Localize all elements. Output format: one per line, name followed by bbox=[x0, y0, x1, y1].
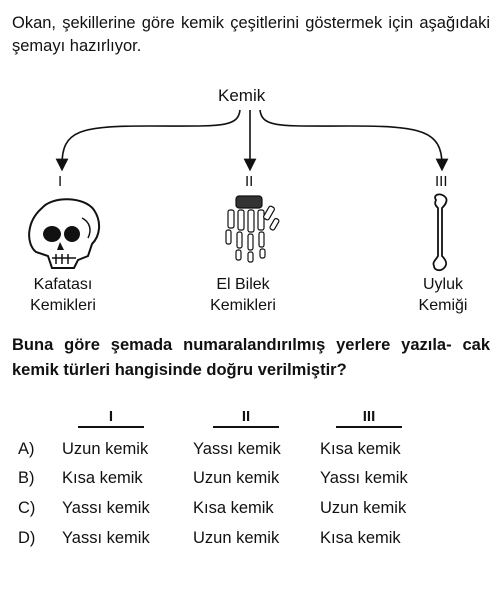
option-cell-I: Kısa kemik bbox=[62, 469, 143, 487]
option-a[interactable]: A) Uzun kemik Yassı kemik Kısa kemik bbox=[0, 440, 500, 470]
option-cell-II: Uzun kemik bbox=[193, 529, 280, 547]
bone-diagram: Kemik I II III Kafatası Kemikleri El Bil… bbox=[0, 80, 500, 330]
femur-icon bbox=[432, 193, 448, 272]
column-header-III: III bbox=[336, 408, 402, 428]
caption-hand: El Bilek Kemikleri bbox=[178, 274, 308, 316]
option-letter: C) bbox=[18, 499, 36, 517]
numeral-III: III bbox=[435, 173, 448, 190]
option-cell-III: Kısa kemik bbox=[320, 440, 401, 458]
diagram-arrows bbox=[28, 109, 449, 272]
caption-skull-line2: Kemikleri bbox=[30, 297, 96, 314]
option-letter: B) bbox=[18, 469, 35, 487]
option-cell-I: Yassı kemik bbox=[62, 499, 150, 517]
caption-femur-line2: Kemiği bbox=[418, 297, 468, 314]
caption-femur: Uyluk Kemiği bbox=[378, 274, 500, 316]
option-cell-II: Uzun kemik bbox=[193, 469, 280, 487]
option-cell-II: Yassı kemik bbox=[193, 440, 281, 458]
option-d[interactable]: D) Yassı kemik Uzun kemik Kısa kemik bbox=[0, 529, 500, 559]
intro-text: Okan, şekillerine göre kemik çeşitlerini… bbox=[12, 14, 490, 55]
option-letter: D) bbox=[18, 529, 36, 547]
caption-femur-line1: Uyluk bbox=[422, 276, 463, 293]
skull-icon bbox=[28, 198, 100, 269]
diagram-root-label: Kemik bbox=[218, 86, 266, 105]
option-cell-I: Uzun kemik bbox=[62, 440, 149, 458]
question-text: Buna göre şemada numaralandırılmış yerle… bbox=[12, 336, 490, 379]
option-cell-I: Yassı kemik bbox=[62, 529, 150, 547]
arrow-to-I bbox=[55, 109, 241, 172]
hand-bones-icon bbox=[225, 195, 280, 263]
option-cell-II: Kısa kemik bbox=[193, 499, 274, 517]
caption-skull: Kafatası Kemikleri bbox=[0, 274, 128, 316]
numeral-I: I bbox=[58, 173, 63, 190]
column-header-I: I bbox=[78, 408, 144, 428]
option-cell-III: Yassı kemik bbox=[320, 469, 408, 487]
option-c[interactable]: C) Yassı kemik Kısa kemik Uzun kemik bbox=[0, 499, 500, 529]
caption-hand-line1: El Bilek bbox=[216, 276, 270, 293]
caption-skull-line1: Kafatası bbox=[33, 276, 93, 293]
option-letter: A) bbox=[18, 440, 35, 458]
caption-hand-line2: Kemikleri bbox=[210, 297, 276, 314]
column-header-II: II bbox=[213, 408, 279, 428]
option-cell-III: Kısa kemik bbox=[320, 529, 401, 547]
numeral-II: II bbox=[245, 173, 254, 190]
option-b[interactable]: B) Kısa kemik Uzun kemik Yassı kemik bbox=[0, 469, 500, 499]
option-cell-III: Uzun kemik bbox=[320, 499, 407, 517]
arrow-to-III bbox=[259, 109, 449, 172]
